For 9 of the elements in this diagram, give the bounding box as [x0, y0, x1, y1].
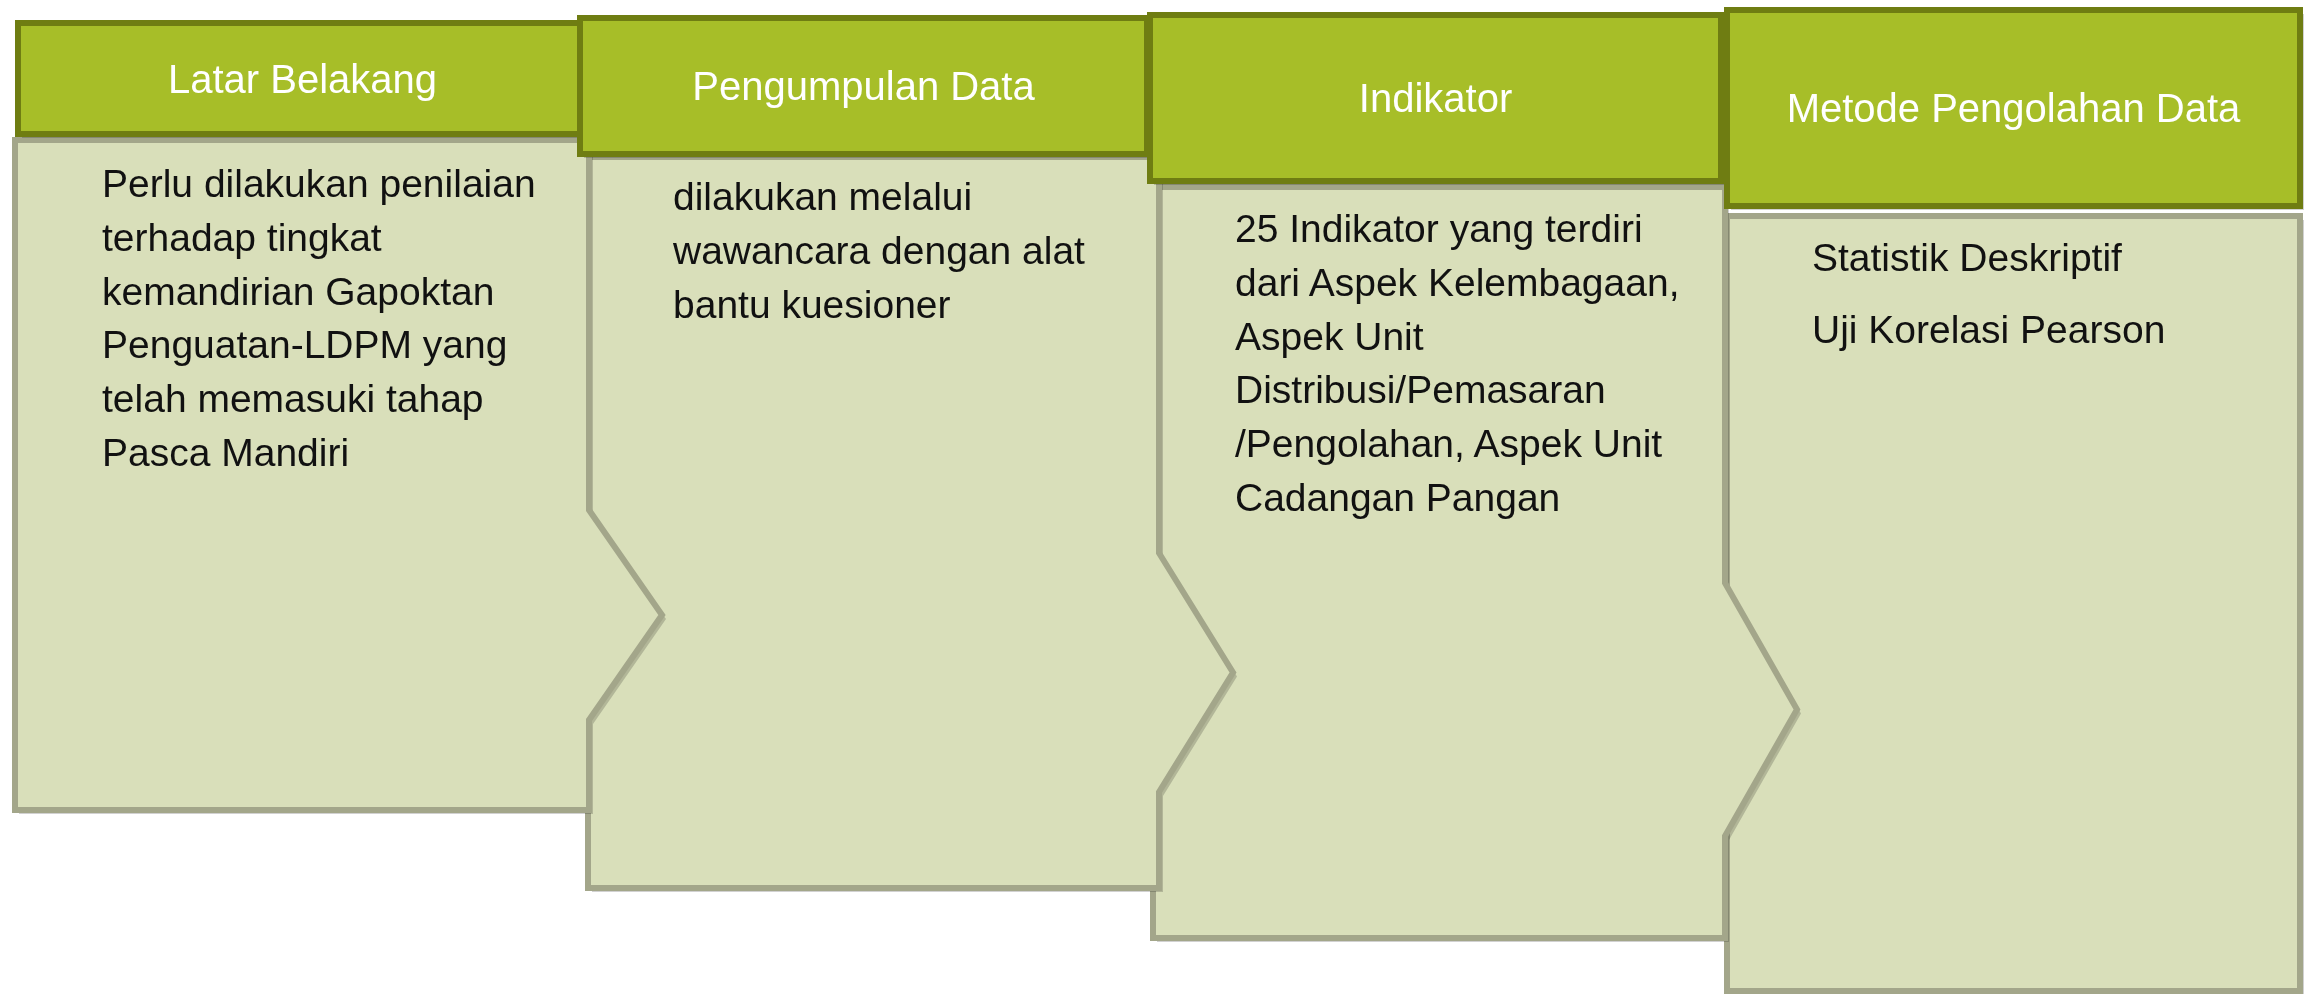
description-text: Perlu dilakukan penilaian terhadap tingkat kemandirian Gapoktan Penguatan-LDPM yang telah memasuki tahap Pasca Mandiri — [102, 161, 537, 477]
description-text: Uji Korelasi Pearson — [1812, 306, 2167, 353]
description-text: Statistik Deskriptif — [1812, 235, 2123, 281]
column-heading: Pengumpulan Data — [692, 63, 1035, 110]
column-heading: Indikator — [1358, 75, 1513, 122]
column-heading: Latar Belakang — [167, 55, 438, 103]
column-heading: Metode Pengolahan Data — [1786, 85, 2241, 132]
description-text: dilakukan melalui wawancara dengan alat bantu kuesioner — [673, 174, 1086, 328]
description-text: 25 Indikator yang terdiri dari Aspek Kelembagaan, Aspek Unit Distribusi/Pemasaran /Pengolahan, Aspek Unit Cadangan Pangan — [1235, 206, 1681, 522]
